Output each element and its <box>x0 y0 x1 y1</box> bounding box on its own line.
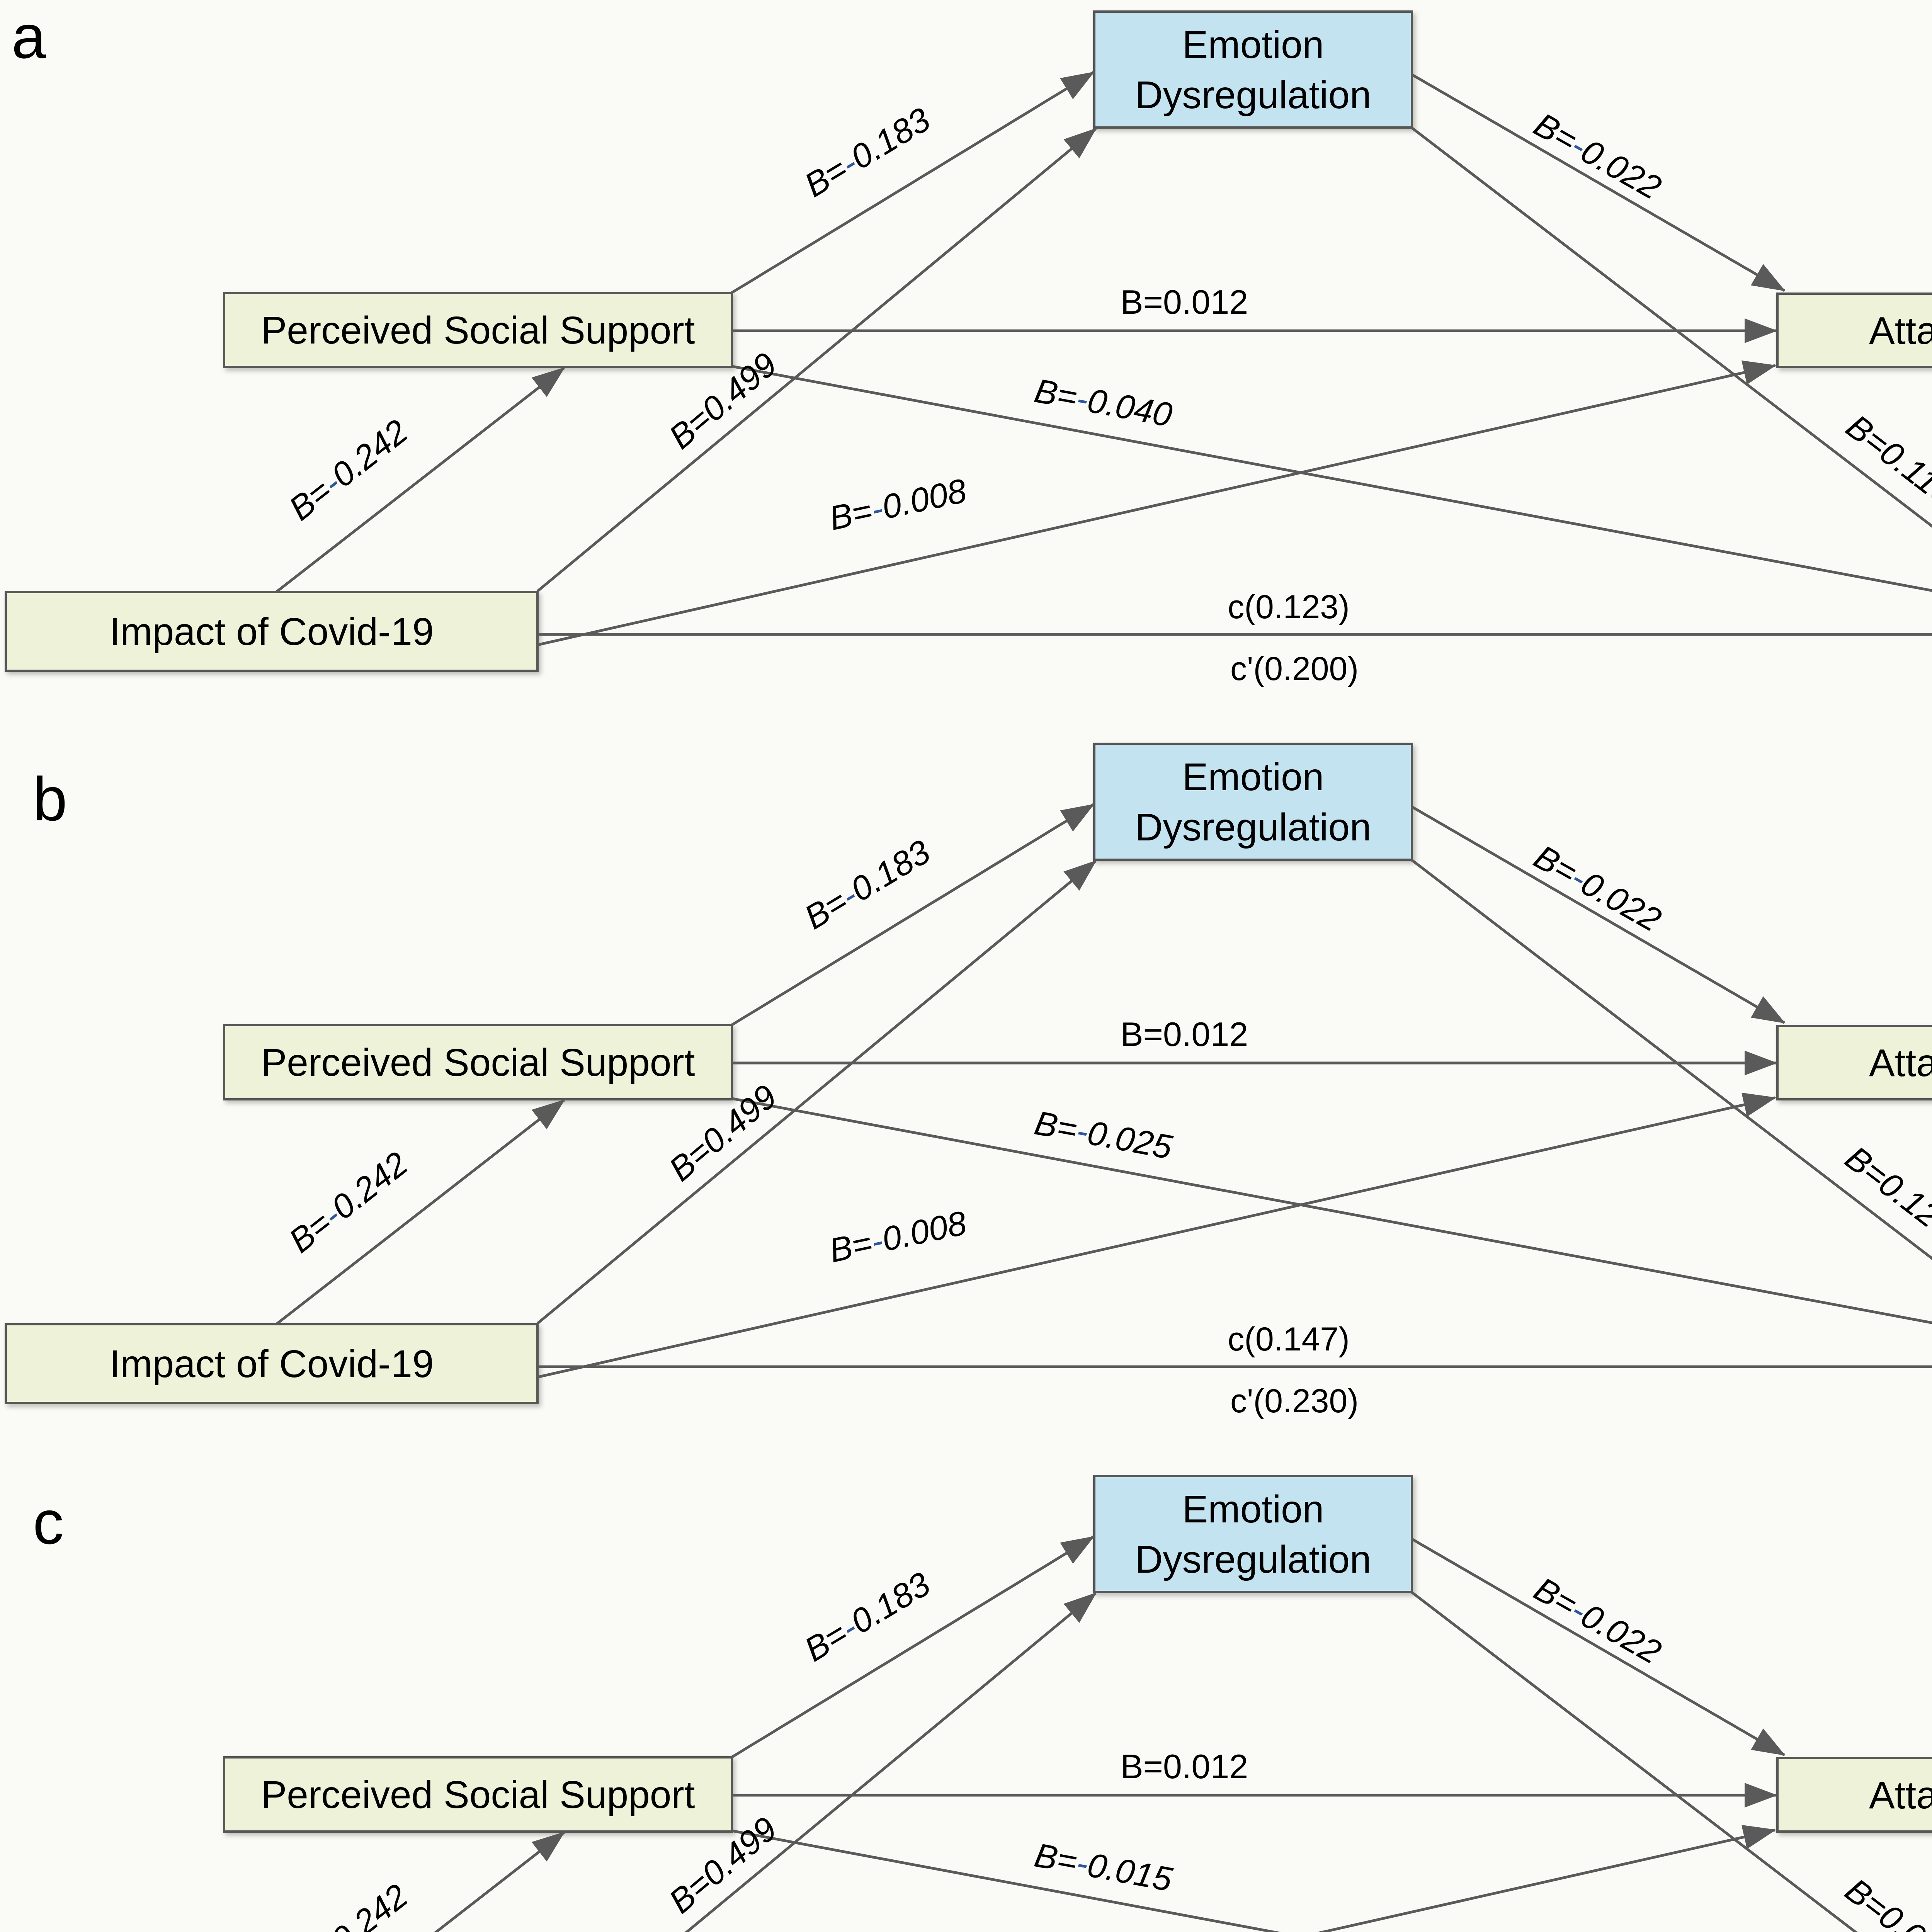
panel-letter: b <box>33 764 67 833</box>
edge-label-pss-outcome: B=-0.025 <box>1032 1104 1176 1167</box>
edge-label-pss-aa: B=0.012 <box>1121 1747 1248 1786</box>
node-attachment-anxiety: Attachment Anxiety <box>1869 1041 1932 1085</box>
edge-label-pss-ed: B=-0.183 <box>798 100 937 204</box>
edge-label-pss-ed: B=-0.183 <box>798 1565 937 1669</box>
node-attachment-anxiety: Attachment Anxiety <box>1869 1774 1932 1817</box>
edge-label-ed-outcome: B=0.129 <box>1838 1138 1932 1247</box>
edge-label-ed-aa: B=-0.022 <box>1528 105 1668 207</box>
label-c-direct: c'(0.230) <box>1230 1383 1359 1420</box>
node-impact-of-covid19: Impact of Covid-19 <box>109 1342 434 1386</box>
node-emotion-line2: Dysregulation <box>1135 806 1371 849</box>
node-emotion-line1: Emotion <box>1182 23 1324 66</box>
edge-label-covid-pss: B=-0.242 <box>282 1876 415 1932</box>
edge-label-covid-pss: B=-0.242 <box>282 1144 415 1260</box>
edge-label-ed-aa: B=-0.022 <box>1528 1570 1668 1671</box>
node-emotion-line2: Dysregulation <box>1135 1538 1371 1581</box>
edge-label-pss-outcome: B=-0.040 <box>1032 371 1175 434</box>
edge-label-covid-aa: B=-0.008 <box>826 471 969 537</box>
edge-label-pss-aa: B=0.012 <box>1121 283 1248 321</box>
edge-label-pss-ed: B=-0.183 <box>798 832 937 937</box>
panel-b: b Emotion Dysregulation Perceived Social… <box>0 732 1932 1464</box>
edge-label-covid-aa: B=-0.008 <box>826 1203 969 1270</box>
panel-letter: c <box>33 1488 64 1557</box>
node-emotion-line1: Emotion <box>1182 1488 1324 1531</box>
node-emotion-line1: Emotion <box>1182 755 1324 799</box>
node-emotion-line2: Dysregulation <box>1135 73 1371 117</box>
node-perceived-social-support: Perceived Social Support <box>261 309 695 352</box>
panel-letter: a <box>12 2 46 71</box>
label-c-total: c(0.123) <box>1228 588 1350 626</box>
node-attachment-anxiety: Attachment Anxiety <box>1869 309 1932 352</box>
panel-a: a Emotion Dysregulation Perceived Social… <box>0 0 1932 732</box>
panel-c: c Emotion Dysregulation Perceived Social… <box>0 1464 1932 1932</box>
edge-label-ed-outcome: B=0.083 <box>1838 1871 1932 1932</box>
edge-label-covid-pss: B=-0.242 <box>282 412 415 527</box>
edge-label-ed-aa: B=-0.022 <box>1528 837 1668 939</box>
node-perceived-social-support: Perceived Social Support <box>261 1041 695 1084</box>
edge-label-ed-outcome: B=0.110 <box>1839 407 1932 514</box>
node-perceived-social-support: Perceived Social Support <box>261 1773 695 1816</box>
label-c-direct: c'(0.200) <box>1230 650 1359 687</box>
edge-label-pss-outcome: B=-0.015 <box>1032 1836 1176 1899</box>
edge-label-pss-aa: B=0.012 <box>1121 1015 1248 1053</box>
label-c-total: c(0.147) <box>1228 1321 1350 1358</box>
node-impact-of-covid19: Impact of Covid-19 <box>109 610 434 653</box>
